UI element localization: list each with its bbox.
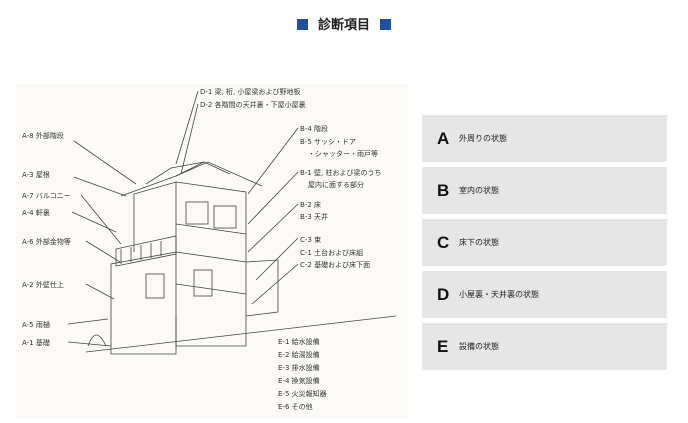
category-label: 設備の状態 xyxy=(459,342,499,351)
category-card-d[interactable]: D 小屋裏・天井裏の状態 xyxy=(422,271,667,318)
diagram-label: A-4 軒裏 xyxy=(22,208,50,217)
diagram-label: E-3 排水設備 xyxy=(278,363,320,372)
category-label: 外周りの状態 xyxy=(459,134,507,143)
diagram-label: 屋内に面する部分 xyxy=(308,180,364,189)
house-illustration: D-1 梁, 桁, 小屋梁および野地板 D-2 各階間の天井裏・下屋小屋裏 A-… xyxy=(22,87,397,411)
diagram-label: B-5 サッシ・ドア xyxy=(300,138,356,146)
diagram-label: A-5 雨樋 xyxy=(22,320,50,329)
diagram-label: E-2 給湯設備 xyxy=(278,350,320,359)
diagram-label: B-2 床 xyxy=(300,200,321,209)
category-label: 室内の状態 xyxy=(459,186,499,195)
category-card-c[interactable]: C 床下の状態 xyxy=(422,219,667,266)
diagram-label: E-5 火災報知器 xyxy=(278,389,327,398)
category-letter: E xyxy=(437,336,449,356)
category-letter: B xyxy=(437,180,450,200)
category-letter: D xyxy=(437,284,450,304)
house-diagram: D-1 梁, 桁, 小屋梁および野地板 D-2 各階間の天井裏・下屋小屋裏 A-… xyxy=(16,84,408,419)
category-list: A 外周りの状態 B 室内の状態 C 床下の状態 D 小屋裏・天井裏の状態 E … xyxy=(422,115,667,375)
diagram-label: A-1 基礎 xyxy=(22,338,50,347)
square-bullet-icon xyxy=(380,19,391,30)
category-label: 小屋裏・天井裏の状態 xyxy=(459,290,539,299)
diagram-label: A-6 外部金物等 xyxy=(22,237,71,246)
diagram-label: C-2 基礎および床下面 xyxy=(300,260,370,269)
section-heading: 診断項目 xyxy=(0,14,688,33)
diagram-label: D-2 各階間の天井裏・下屋小屋裏 xyxy=(200,100,306,109)
diagram-label: D-1 梁, 桁, 小屋梁および野地板 xyxy=(200,87,301,96)
diagram-label: C-1 土台および床組 xyxy=(300,248,363,257)
category-label: 床下の状態 xyxy=(459,238,499,247)
diagram-label: C-3 束 xyxy=(300,236,321,244)
category-letter: A xyxy=(437,128,450,148)
diagram-label: A-3 屋根 xyxy=(22,170,50,179)
diagram-label: E-1 給水設備 xyxy=(278,337,320,346)
diagram-label: A-2 外壁仕上 xyxy=(22,280,64,289)
diagram-label: E-4 換気設備 xyxy=(278,376,320,385)
category-letter: C xyxy=(437,232,450,252)
category-card-a[interactable]: A 外周りの状態 xyxy=(422,115,667,162)
diagram-label: B-1 壁, 柱および梁のうち xyxy=(300,168,381,177)
diagram-label: A-8 外部階段 xyxy=(22,131,64,140)
square-bullet-icon xyxy=(296,19,308,30)
category-card-e[interactable]: E 設備の状態 xyxy=(422,323,667,370)
diagram-label: B-4 階段 xyxy=(300,124,328,133)
diagram-label: B-3 天井 xyxy=(300,212,328,221)
diagram-label: ・シャッター・雨戸等 xyxy=(308,149,378,158)
page-title: 診断項目 xyxy=(317,18,370,33)
diagram-label: E-6 その他 xyxy=(278,402,313,411)
diagram-label: A-7 バルコニー xyxy=(22,192,71,200)
category-card-b[interactable]: B 室内の状態 xyxy=(422,167,667,214)
